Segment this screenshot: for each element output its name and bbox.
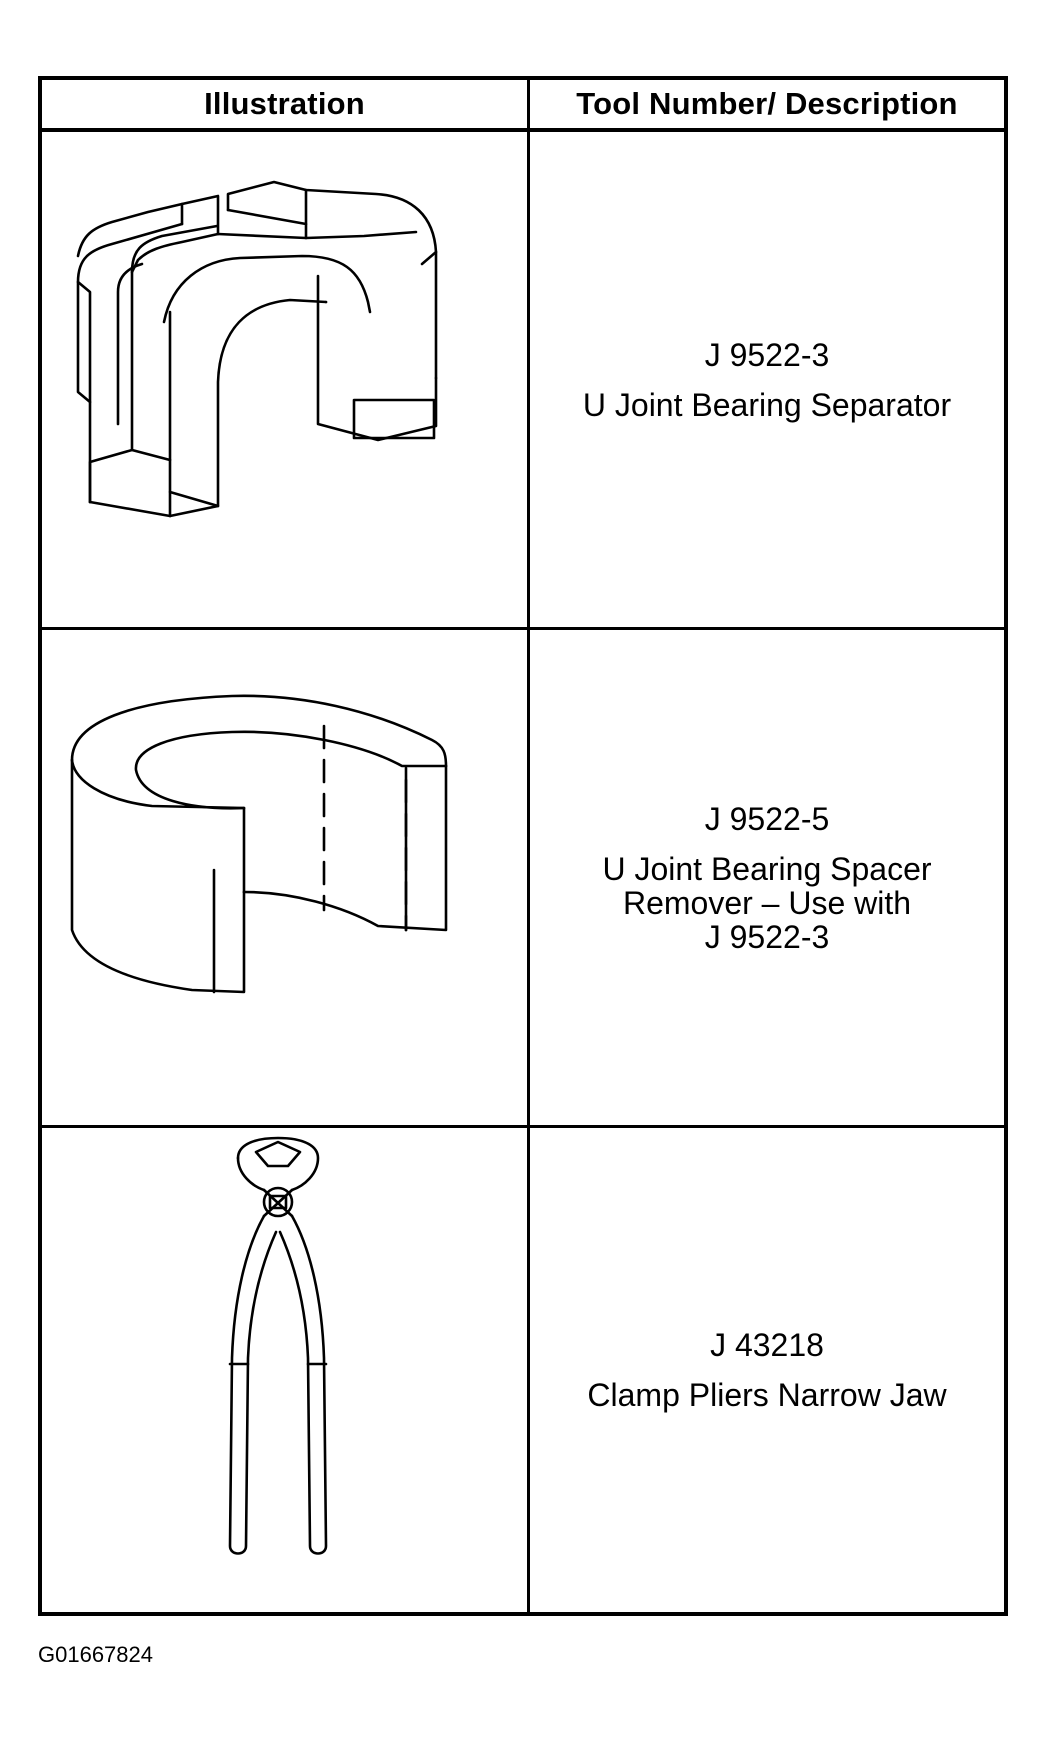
tool-number: J 43218 (710, 1327, 824, 1363)
illustration-cell (42, 630, 530, 1125)
tool-description: Clamp Pliers Narrow Jaw (587, 1377, 947, 1413)
tool-description: U Joint Bearing Spacer Remover – Use wit… (602, 850, 932, 955)
illustration-cell (42, 132, 530, 627)
figure-id: G01667824 (38, 1642, 153, 1667)
tool-number: J 9522-5 (704, 800, 830, 837)
u-joint-bearing-spacer-remover-icon (70, 694, 448, 994)
table-row: J 9522-5 U Joint Bearing Spacer Remover … (42, 630, 1004, 1128)
tool-table: Illustration Tool Number/ Description (38, 76, 1008, 1616)
tool-description-cell: J 9522-3 U Joint Bearing Separator (530, 132, 1004, 627)
tool-description-cell: J 43218 Clamp Pliers Narrow Jaw (530, 1128, 1004, 1612)
table-row: J 9522-3 U Joint Bearing Separator (42, 132, 1004, 630)
table-row: J 43218 Clamp Pliers Narrow Jaw (42, 1128, 1004, 1612)
tool-description: U Joint Bearing Separator (582, 386, 952, 423)
tool-description-cell: J 9522-5 U Joint Bearing Spacer Remover … (530, 630, 1004, 1125)
u-joint-bearing-separator-icon (76, 180, 438, 518)
header-illustration: Illustration (42, 80, 530, 132)
illustration-cell (42, 1128, 530, 1612)
header-tool-number-description: Tool Number/ Description (530, 80, 1004, 132)
tool-number: J 9522-3 (704, 336, 830, 373)
clamp-pliers-icon (228, 1136, 328, 1555)
